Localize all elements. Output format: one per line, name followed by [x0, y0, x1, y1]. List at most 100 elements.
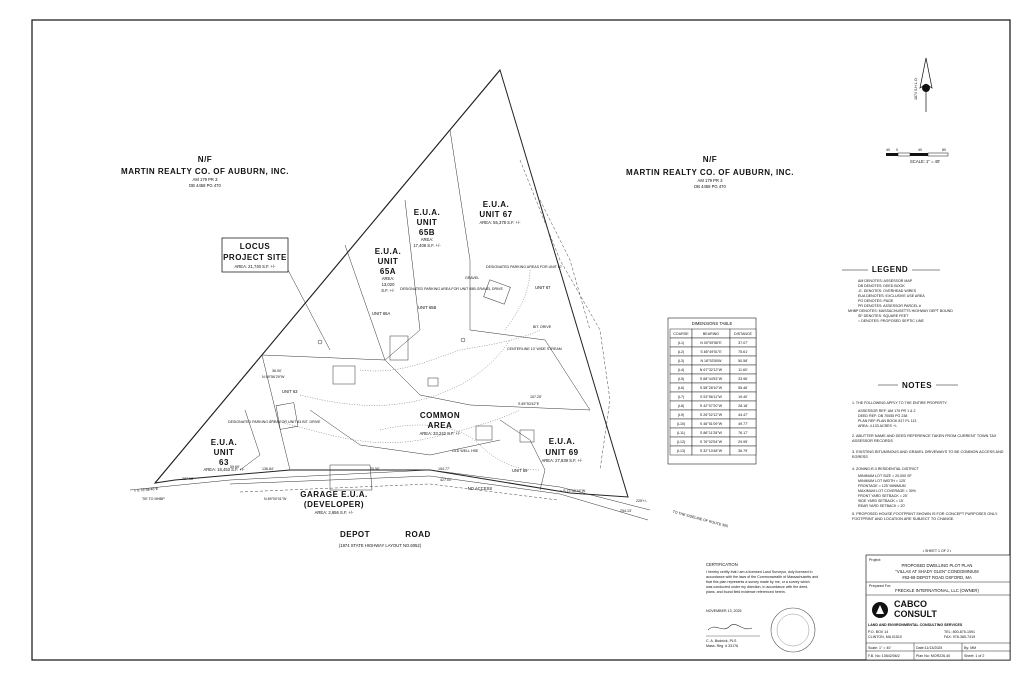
- unit-63-title: E.U.A.: [211, 438, 238, 447]
- project-line-3: #63-69 DEPOT ROAD OXFORD, MA: [902, 575, 972, 580]
- project-line-1: PROPOSED DWELLING PLOT PLAN: [902, 563, 973, 568]
- unit-67-word: UNIT 67: [479, 210, 512, 219]
- dim-row-5-col-2: 55.46': [738, 386, 748, 390]
- bearing-2: S 89°53'42"E: [518, 402, 540, 406]
- unit-67-area: AREA: 55,378 S.F. +/-: [479, 220, 521, 225]
- dim-row-10-col-1: S 86°11'28"W: [700, 431, 723, 435]
- unit-65a-label: E.U.A. UNIT 65A AREA: 13,020 S.F. +/-: [375, 247, 402, 293]
- cert-line-4: plans, and found field evidence referenc…: [706, 590, 786, 594]
- cert-date: NOVEMBER 13, 2025: [706, 609, 742, 613]
- dim-header-1: BEARING: [703, 332, 719, 336]
- unit-65b-title: E.U.A.: [414, 208, 441, 217]
- note-4: 4. ZONING:R-3 RESIDENTIAL DISTRICT: [852, 467, 920, 471]
- dim-row-6-col-2: 19.40': [738, 395, 748, 399]
- sheet-border: [31, 19, 1011, 661]
- dim-row-2-col-1: N 18°53'50W: [700, 359, 722, 363]
- abutter-left-db: DB 4458 PG 470: [189, 183, 221, 188]
- note-3-wrap: 3. EXISTING BITUMINOUS AND GRAVEL DRIVEW…: [852, 450, 1004, 459]
- dim-row-2-col-0: (L3): [678, 359, 684, 363]
- bearing-1: N 89°56'29"W: [262, 375, 285, 379]
- cert-line-1: accordance with the laws of the Commonwe…: [706, 575, 818, 579]
- parking-65b-label: DESIGNATED PARKING AREA FOR UNIT 65B GRA…: [400, 287, 503, 291]
- sheet-header: • SHEET 1 OF 2 •: [923, 549, 952, 553]
- unit-65a-number: 65A: [380, 267, 396, 276]
- legend-item-4: PG DENOTES: PAGE: [858, 299, 894, 303]
- note-4-item-6: REAR YARD SETBACK = 20': [858, 504, 906, 508]
- company-services: LAND AND ENVIRONMENTAL CONSULTING SERVIC…: [868, 623, 963, 627]
- legend-item-8: ○ DENOTES: PROPOSED SEPTIC LINE: [858, 319, 924, 323]
- unit-63-label: E.U.A. UNIT 63 AREA: 18,453 S.F. +/-: [203, 438, 245, 472]
- project-label: Project:: [869, 558, 881, 562]
- notes: NOTES 1. THE FOLLOWING APPLY TO THE ENTI…: [852, 381, 1004, 521]
- unit-67-label: E.U.A. UNIT 67 AREA: 55,378 S.F. +/-: [479, 200, 521, 225]
- north-arrow: N 1874 S.H.L.O.: [914, 57, 933, 112]
- unit-69-label: E.U.A. UNIT 69 AREA: 27,839 S.F. +/-: [541, 437, 583, 463]
- dim-row-12-col-0: (L13): [677, 449, 685, 453]
- dim-row-1-col-1: S 85°49'51"E: [700, 350, 722, 354]
- distance-1: 36.00': [272, 369, 282, 373]
- scale-tick-1: 0: [896, 148, 898, 152]
- note-1-item-0: ASSESSOR REF: AM 179 PR 1 & 2: [858, 409, 916, 413]
- tb-by: By: MM: [964, 646, 976, 650]
- road-name-1: DEPOT: [340, 530, 370, 539]
- dim-row-3-col-0: (L4): [678, 368, 684, 372]
- no-access-label: NO ACCESS: [468, 486, 493, 491]
- locus-area: AREA: 21,740 S.F. +/-: [234, 264, 276, 269]
- common-area-label: COMMON AREA AREA: 33,242 S.F. +/-: [419, 411, 461, 436]
- certification-title: CERTIFICATION: [706, 562, 738, 567]
- abutter-right: N/F MARTIN REALTY CO. OF AUBURN, INC. AM…: [626, 155, 793, 189]
- unit-69-word: UNIT 69: [545, 448, 578, 457]
- well-label: OLD WELL HSE: [452, 449, 479, 453]
- road-name-2: ROAD: [405, 530, 431, 539]
- cert-line-0: I hereby certify that I am a licensed La…: [706, 570, 812, 574]
- note-4-item-5: SIDE YARD SETBACK = 15': [858, 499, 904, 503]
- distance-9: 225'+/-: [636, 499, 648, 503]
- title-block: • SHEET 1 OF 2 • Project: PROPOSED DWELL…: [865, 549, 1011, 661]
- route-395-label: TO THE SIDELINE OF ROUTE 395: [672, 510, 728, 529]
- unit-65b-word: UNIT: [417, 218, 438, 227]
- distance-7: 154.77': [438, 467, 450, 471]
- property-boundary: [153, 68, 629, 498]
- garage-subtitle: (DEVELOPER): [304, 500, 364, 509]
- note-2: 2. ABUTTER NAME AND DEED REFERENCE TAKEN…: [852, 434, 997, 443]
- building-footprints: [275, 279, 535, 443]
- distance-5: 287.08': [182, 477, 194, 481]
- legend-item-5: PR DENOTES: ASSESSOR PARCEL #: [858, 304, 921, 308]
- legend-item-2: -E- DENOTES: OVERHEAD WIRES: [858, 289, 917, 293]
- note-1-item-3: AREA: 4.133 ACRES +/-: [858, 424, 898, 428]
- legend-item-7: SF DENOTES: SQUARE FEET: [858, 314, 909, 318]
- abutter-right-nf: N/F: [703, 155, 717, 164]
- scale-tick-3: 80: [942, 148, 946, 152]
- dim-row-6-col-1: S 53°56'11"W: [700, 395, 723, 399]
- common-area-title: COMMON: [420, 411, 460, 420]
- prepared-for: FRECKLE INTERNATIONAL, LLC (OWNER): [895, 588, 979, 593]
- dim-row-11-col-2: 29.95': [738, 440, 748, 444]
- cert-line-3: was conducted under my direction, in acc…: [706, 585, 808, 589]
- dim-row-7-col-1: S 42°07'20"W: [700, 404, 723, 408]
- plan-unit-63: UNIT 63: [282, 389, 298, 394]
- dim-row-9-col-2: 49.77': [738, 422, 748, 426]
- unit-65a-title: E.U.A.: [375, 247, 402, 256]
- distance-10: 254.13': [620, 509, 632, 513]
- note-1-item-2: PLAN REF:PLAN BOOK 817 PL 113: [858, 419, 916, 423]
- dim-row-9-col-0: (L10): [677, 422, 685, 426]
- abutter-right-am: AM 179 PR 3: [698, 178, 724, 183]
- dim-row-3-col-2: 11.60': [738, 368, 748, 372]
- unit-69-title: E.U.A.: [549, 437, 576, 446]
- abutter-left-am: AM 179 PR 3: [193, 177, 219, 182]
- dim-header-2: DISTANCE: [734, 332, 753, 336]
- dim-row-11-col-0: (L12): [677, 440, 685, 444]
- note-5-wrap: 5. PROPOSED HOUSE FOOTPRINT SHOWN IS FOR…: [852, 512, 998, 521]
- dim-row-7-col-2: 28.18': [738, 404, 748, 408]
- tb-file: F.B. No: 10842/06/2: [868, 654, 900, 658]
- unit-69-area: AREA: 27,839 S.F. +/-: [541, 458, 583, 463]
- dim-row-6-col-0: (L7): [678, 395, 684, 399]
- locus-subtitle: PROJECT SITE: [223, 253, 287, 262]
- company-address-2: CLINTON, MA 01510: [868, 635, 902, 639]
- note-4-item-0: MINIMUM LOT SIZE = 20,000 SF: [858, 474, 913, 478]
- surveyor-reg: Mass. Reg. # 33176: [706, 644, 738, 648]
- garage-area: AREA: 2,656 S.F. +/-: [315, 510, 354, 515]
